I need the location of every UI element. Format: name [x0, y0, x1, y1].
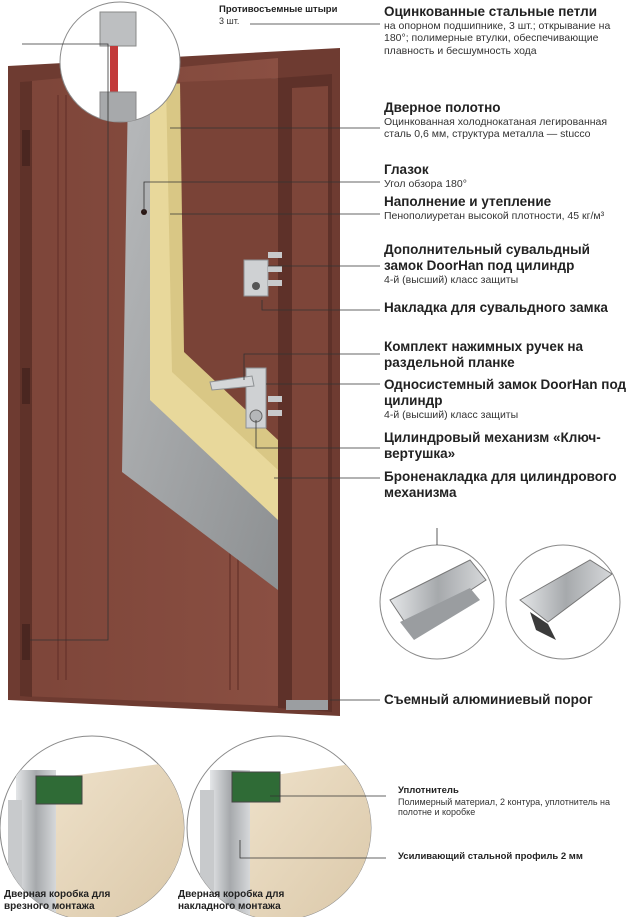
label-threshold-title: Съемный алюминиевый порог	[384, 692, 593, 707]
label-hinges-text: на опорном подшипнике, 3 шт.; открывание…	[384, 19, 611, 57]
label-cylinder: Цилиндровый механизм «Ключ-вертушка»	[384, 430, 628, 462]
profile-title: Усиливающий стальной профиль 2 мм	[398, 851, 583, 862]
label-lever-lock-title: Дополнительный сувальдный замок DoorHan …	[384, 242, 590, 273]
label-main-lock-text: 4-й (высший) класс защиты	[384, 408, 519, 421]
label-threshold: Съемный алюминиевый порог	[384, 692, 628, 708]
label-peephole: Глазок Угол обзора 180°	[384, 162, 628, 190]
door-leaf	[20, 58, 282, 706]
label-hinges-title: Оцинкованные стальные петли	[384, 4, 598, 19]
frame-overlay-caption: Дверная коробка для накладного монтажа	[178, 889, 285, 912]
leader-lines	[22, 23, 438, 859]
profile-label: Усиливающий стальной профиль 2 мм	[398, 851, 628, 863]
label-cylinder-title: Цилиндровый механизм «Ключ-вертушка»	[384, 430, 601, 461]
label-peephole-title: Глазок	[384, 162, 429, 177]
threshold-zoom-1	[379, 544, 495, 660]
label-lever-plate-title: Накладка для сувальдного замка	[384, 300, 608, 315]
label-main-lock-title: Односистемный замок DoorHan под цилиндр	[384, 377, 627, 408]
label-leaf-title: Дверное полотно	[384, 100, 501, 115]
label-lever-lock-text: 4-й (высший) класс защиты	[384, 273, 519, 286]
seal-label: Уплотнитель Полимерный материал, 2 конту…	[398, 785, 628, 818]
hinge-pins-title: Противосъемные штыри	[219, 4, 338, 15]
label-peephole-text: Угол обзора 180°	[384, 177, 467, 190]
threshold-zoom-2	[505, 544, 621, 660]
label-hinges: Оцинкованные стальные петли на опорном п…	[384, 4, 628, 57]
label-leaf: Дверное полотно Оцинкованная холодноката…	[384, 100, 628, 141]
label-filling-title: Наполнение и утепление	[384, 194, 552, 209]
threshold	[286, 700, 328, 710]
label-armor: Броненакладка для цилиндрового механизма	[384, 469, 628, 501]
seal-title: Уплотнитель	[398, 785, 459, 796]
label-leaf-text: Оцинкованная холоднокатаная легированная…	[384, 115, 608, 141]
hinge-pins-sub: 3 шт.	[219, 15, 240, 26]
label-handles-title: Комплект нажимных ручек на раздельной пл…	[384, 339, 584, 370]
label-main-lock: Односистемный замок DoorHan под цилиндр …	[384, 377, 628, 421]
frame-inset-caption: Дверная коробка для врезного монтажа	[4, 889, 111, 912]
label-lever-plate: Накладка для сувальдного замка	[384, 300, 628, 316]
label-lever-lock: Дополнительный сувальдный замок DoorHan …	[384, 242, 628, 286]
label-armor-title: Броненакладка для цилиндрового механизма	[384, 469, 617, 500]
seal-text: Полимерный материал, 2 контура, уплотнит…	[398, 796, 610, 818]
hinge-pins-label: Противосъемные штыри 3 шт.	[219, 4, 338, 26]
label-filling-text: Пенополиуретан высокой плотности, 45 кг/…	[384, 209, 605, 222]
label-filling: Наполнение и утепление Пенополиуретан вы…	[384, 194, 628, 222]
hinge-pins-zoom	[59, 1, 181, 123]
label-handles: Комплект нажимных ручек на раздельной пл…	[384, 339, 628, 371]
